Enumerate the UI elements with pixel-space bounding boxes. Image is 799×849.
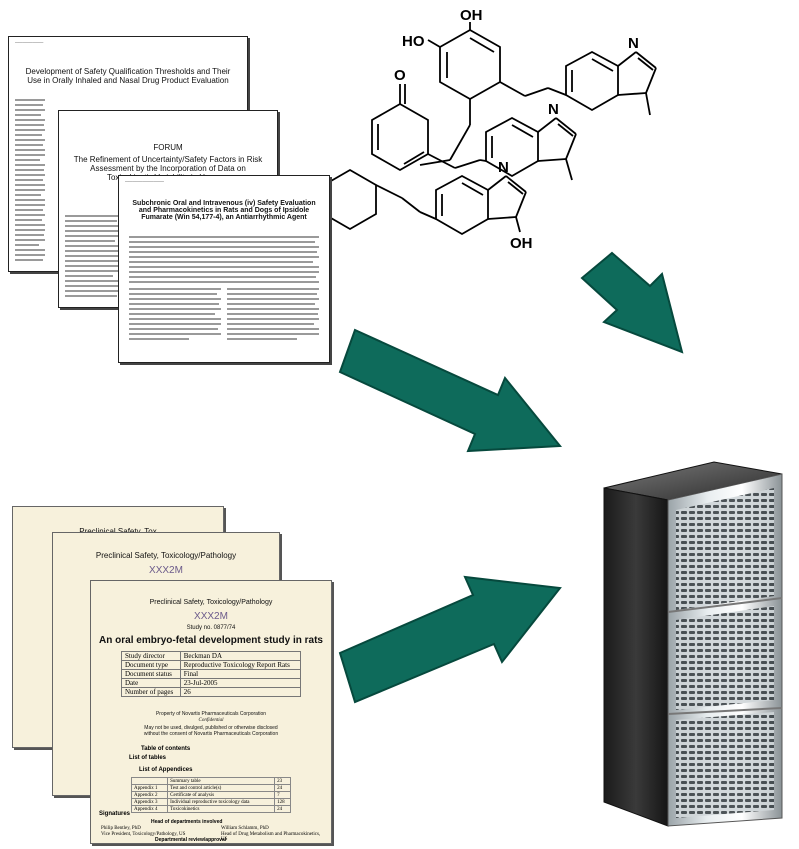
cyclohexadienone-ring bbox=[371, 102, 429, 172]
appendix-pages: 24 bbox=[274, 784, 291, 792]
appendix-id: Appendix 3 bbox=[130, 798, 169, 806]
atom-label-n-3: N bbox=[498, 159, 509, 176]
paper-3-abstract bbox=[129, 236, 319, 286]
meta-value: 23-Jul-2005 bbox=[179, 678, 302, 688]
appendix-pages: 24 bbox=[274, 805, 291, 813]
appendix-id: Appendix 1 bbox=[130, 784, 169, 792]
report-front-list-appendices: List of Appendices bbox=[139, 767, 193, 773]
appendix-pages: 128 bbox=[274, 798, 291, 806]
atom-label-o-ketone: O bbox=[394, 67, 406, 84]
report-front-header: Preclinical Safety, Toxicology/Pathology bbox=[149, 599, 273, 606]
paper-3-title: Subchronic Oral and Intravenous (iv) Saf… bbox=[132, 200, 316, 221]
report-front-head-dept: Head of departments involved bbox=[151, 819, 223, 825]
appendix-title: Toxicokinetics bbox=[167, 805, 276, 813]
server-tower bbox=[603, 461, 783, 827]
paper-1-header-lines: ──────── bbox=[15, 41, 44, 46]
indole-ring-1 bbox=[565, 50, 619, 112]
appendix-title: Summary table bbox=[167, 777, 276, 785]
meta-key: Document type bbox=[121, 660, 181, 670]
paper-3-text-column-right bbox=[227, 288, 319, 343]
indole-ring-3 bbox=[435, 174, 489, 236]
meta-key: Document status bbox=[121, 669, 181, 679]
report-middle-code: XXX2M bbox=[149, 565, 183, 576]
meta-key: Study director bbox=[121, 651, 181, 661]
indole-ring-2 bbox=[485, 116, 539, 178]
chemical-structure: OH HO O N N N OH bbox=[323, 7, 657, 252]
arrow-from-reports bbox=[338, 575, 562, 704]
appendix-title: Test and control article(s) bbox=[167, 784, 276, 792]
report-back-header: Preclinical Safety, Tox bbox=[13, 527, 223, 536]
meta-value: Final bbox=[179, 669, 302, 679]
atom-label-oh-bottom: OH bbox=[510, 235, 533, 252]
report-front-sig1-role: Vice President, Toxicology/Pathology, US bbox=[101, 832, 186, 837]
atom-label-ho-left: HO bbox=[402, 33, 425, 50]
appendix-id bbox=[130, 777, 169, 785]
appendix-pages: 23 bbox=[274, 777, 291, 785]
report-middle-header: Preclinical Safety, Toxicology/Pathology bbox=[95, 551, 237, 560]
arrow-from-structure bbox=[580, 251, 684, 354]
appendix-title: Certificate of analysis bbox=[167, 791, 276, 799]
report-front-property: Property of Novartis Pharmaceuticals Cor… bbox=[155, 711, 267, 717]
report-front-list-tables: List of tables bbox=[129, 755, 167, 761]
meta-key: Number of pages bbox=[121, 687, 181, 697]
report-front-code: XXX2M bbox=[194, 611, 228, 622]
appendix-id: Appendix 2 bbox=[130, 791, 169, 799]
atom-label-n-1: N bbox=[628, 35, 639, 52]
report-front-confidential-note: May not be used, divulged, published or … bbox=[143, 725, 279, 737]
atom-label-oh-top: OH bbox=[460, 7, 483, 24]
report-front-study-no: Study no. 0877/74 bbox=[186, 625, 236, 631]
paper-1-title: Development of Safety Qualification Thre… bbox=[25, 67, 231, 85]
report-front-signatures-heading: Signatures bbox=[99, 811, 131, 817]
catechol-ring bbox=[439, 28, 501, 101]
server-side bbox=[603, 487, 669, 827]
research-paper-3: ─────────── Subchronic Oral and Intraven… bbox=[118, 175, 330, 363]
arrow-from-papers bbox=[338, 328, 563, 453]
appendix-id: Appendix 4 bbox=[130, 805, 169, 813]
atom-label-n-2: N bbox=[548, 101, 559, 118]
paper-3-text-column-left bbox=[129, 288, 221, 343]
meta-key: Date bbox=[121, 678, 181, 688]
report-front-confidential: Confidential bbox=[198, 718, 224, 723]
report-front-sig1-name: Philip Bentley, PhD bbox=[101, 826, 141, 831]
appendix-pages: 7 bbox=[274, 791, 291, 799]
report-front-sig2-role: Head of Drug Metabolism and Pharmacokine… bbox=[221, 832, 321, 842]
paper-1-text-column bbox=[15, 99, 45, 264]
meta-value: Reproductive Toxicology Report Rats bbox=[179, 660, 302, 670]
meta-value: 26 bbox=[179, 687, 302, 697]
report-front-title: An oral embryo-fetal development study i… bbox=[99, 635, 323, 646]
flow-arrows bbox=[338, 251, 684, 704]
report-front-dept-approval: Departmental review/approval bbox=[155, 837, 227, 843]
paper-2-section: FORUM bbox=[153, 143, 183, 152]
appendix-title: Individual reproductive toxicology data bbox=[167, 798, 276, 806]
paper-2-text-column bbox=[65, 215, 121, 300]
report-front-sig2-name: William Schlamm, PhD bbox=[221, 826, 269, 831]
paper-3-header-lines: ─────────── bbox=[125, 180, 164, 185]
meta-value: Beckman DA bbox=[179, 651, 302, 661]
study-report-front: Preclinical Safety, Toxicology/Pathology… bbox=[90, 580, 332, 844]
cyclohexane-ring bbox=[323, 168, 377, 231]
report-front-toc-heading: Table of contents bbox=[141, 746, 191, 752]
